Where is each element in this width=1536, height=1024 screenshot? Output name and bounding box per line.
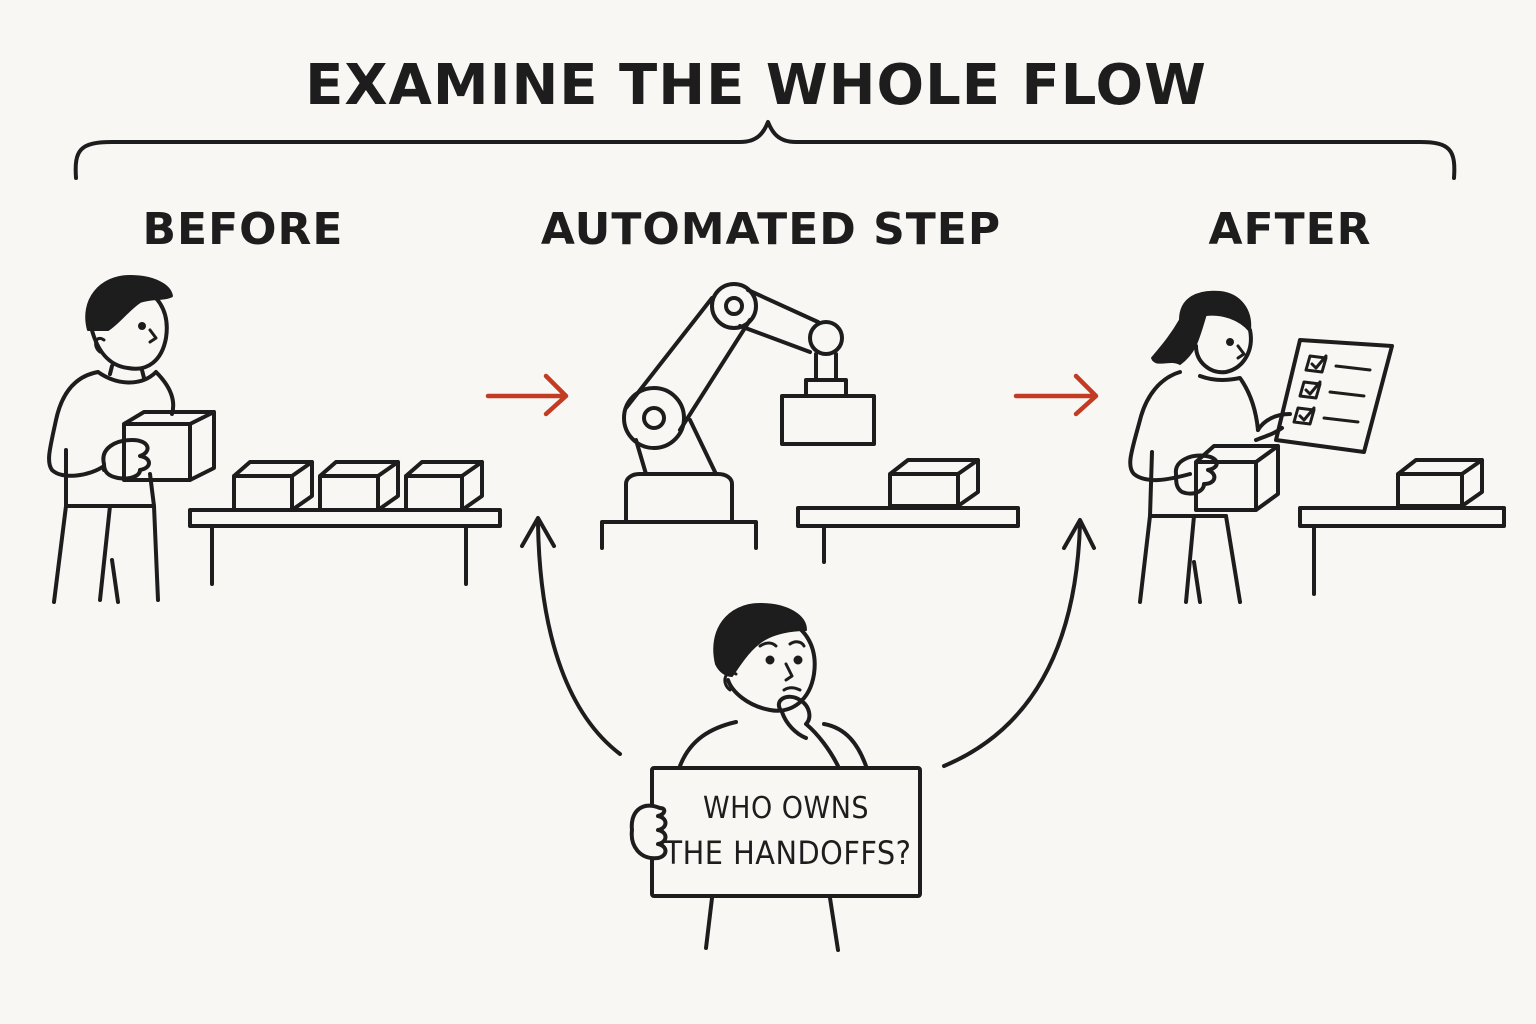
handoff-arrow-right (942, 518, 1096, 768)
before-worker (47, 275, 216, 604)
thinker-eye-right (793, 655, 803, 665)
worker-head (87, 283, 169, 371)
thinker-hair (713, 603, 807, 677)
robot-shoulder-joint (622, 386, 686, 450)
sign-text-line-2: THE HANDOFFS? (664, 834, 912, 872)
question-sign: WHO OWNS THE HANDOFFS? (629, 766, 922, 898)
robot-base (600, 472, 758, 550)
robot-wrist-joint (808, 320, 844, 356)
queued-box-1 (232, 460, 314, 512)
after-conveyor (1298, 458, 1506, 596)
flow-arrow-before-to-automated (485, 373, 569, 417)
worker-hand (101, 438, 151, 481)
sign-text-line-1: WHO OWNS (703, 791, 869, 826)
after-table (1298, 506, 1506, 596)
stage-label-automated: AUTOMATED STEP (541, 204, 1001, 255)
automated-conveyor (796, 458, 1020, 564)
inspector-face (1194, 311, 1253, 375)
overview-brace (73, 120, 1457, 180)
robot-elbow-joint (710, 282, 758, 330)
worker-legs (52, 504, 160, 604)
worker-nose (148, 328, 158, 344)
inspector-legs (1138, 514, 1242, 604)
stage-label-after: AFTER (1208, 204, 1371, 255)
before-conveyor (188, 460, 502, 586)
sign-holding-hand (629, 803, 668, 861)
inspector-hair (1151, 290, 1252, 365)
worker-torso (47, 370, 176, 508)
worker-ear (94, 337, 106, 354)
checklist-item-2 (1298, 380, 1366, 400)
sign-board (650, 766, 922, 898)
thinker-legs (704, 896, 840, 952)
thinker-shoulders (678, 720, 868, 768)
handoff-arrow-left (520, 516, 622, 756)
inspector-hand (1173, 453, 1219, 496)
after-inspector (1128, 290, 1394, 604)
pointing-hand (1254, 412, 1292, 442)
stage-label-before: BEFORE (143, 204, 344, 255)
checklist-paper (1274, 338, 1394, 454)
inspector-nose (1236, 344, 1246, 360)
checklist-item-3 (1292, 406, 1360, 426)
thinker-eye-left (765, 655, 775, 665)
gripped-box (780, 394, 876, 446)
robot-arm (600, 282, 876, 550)
thinker-head (719, 615, 817, 713)
queued-box-3 (404, 460, 484, 512)
robot-shoulder-pivot (642, 406, 666, 430)
robot-forearm (738, 288, 820, 354)
robot-lower-arm (634, 418, 718, 476)
thinker-mouth (782, 686, 802, 692)
checklist-item-1 (1304, 354, 1372, 374)
robot-upper-arm (624, 296, 752, 432)
finished-box (1396, 458, 1484, 508)
before-table (188, 508, 502, 586)
automated-table (796, 506, 1020, 564)
queued-box-2 (318, 460, 400, 512)
thinker-nose (784, 662, 794, 682)
diagram-title: EXAMINE THE WHOLE FLOW (305, 53, 1207, 118)
questioning-person (678, 603, 868, 952)
inspector-eye (1226, 338, 1234, 346)
thinker-chin-hand (776, 694, 840, 768)
held-box (122, 410, 216, 482)
worker-eye (138, 322, 146, 330)
thinker-ear (723, 671, 738, 692)
worker-neck (108, 364, 146, 380)
robot-elbow-pivot (724, 296, 744, 316)
robot-gripper (804, 352, 848, 398)
flow-arrow-automated-to-after (1013, 373, 1099, 417)
thinker-brows (758, 640, 806, 648)
processed-box (888, 458, 980, 508)
